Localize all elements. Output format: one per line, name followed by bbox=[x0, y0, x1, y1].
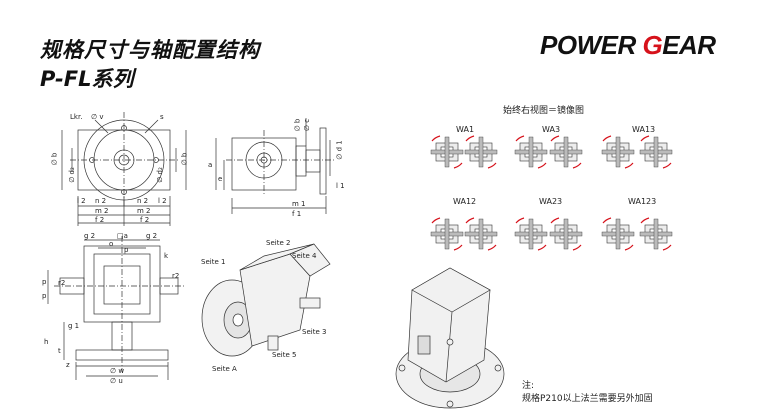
side-a-label: a bbox=[208, 161, 213, 169]
note-block: 注: 规格P210以上法兰需要另外加固 bbox=[522, 380, 653, 406]
brand-suffix: EAR bbox=[662, 30, 716, 60]
side-l1-label: l 1 bbox=[336, 182, 345, 190]
t-label: t bbox=[58, 347, 61, 355]
phi-w-label: ∅ w bbox=[110, 367, 125, 375]
config-label-wa12: WA12 bbox=[453, 197, 477, 206]
p-left-2-label: p bbox=[42, 292, 47, 300]
side-m1-label: m 1 bbox=[292, 200, 306, 208]
seite1-label: Seite 1 bbox=[201, 258, 226, 266]
f2-left-label: f 2 bbox=[95, 216, 105, 224]
s-label: s bbox=[160, 113, 164, 121]
side-f1-label: f 1 bbox=[292, 210, 302, 218]
brand-highlight: G bbox=[642, 30, 663, 60]
page-title: 规格尺寸与轴配置结构 bbox=[40, 38, 260, 62]
seite5-label: Seite 5 bbox=[272, 351, 297, 359]
g1-label: g 1 bbox=[68, 322, 80, 330]
f2-right-label: f 2 bbox=[140, 216, 150, 224]
g2-right-label: g 2 bbox=[146, 232, 158, 240]
l2-right-label: l 2 bbox=[158, 197, 167, 205]
config-label-wa23: WA23 bbox=[539, 197, 563, 206]
m2-left-label: m 2 bbox=[95, 207, 109, 215]
side-e-label: e bbox=[218, 175, 223, 183]
r2-left-label: r2 bbox=[58, 279, 66, 287]
seiteA-label: Seite A bbox=[212, 365, 237, 373]
k-label: k bbox=[164, 252, 169, 260]
phi-v-label: ∅ v bbox=[91, 113, 104, 121]
brand-logo: POWER GEAR bbox=[540, 30, 716, 61]
l2-left-label: l 2 bbox=[77, 197, 86, 205]
config-label-wa1: WA1 bbox=[456, 125, 475, 134]
note-label: 注: bbox=[522, 381, 535, 391]
r2-right-label: r2 bbox=[172, 272, 180, 280]
config-label-wa13: WA13 bbox=[632, 125, 656, 134]
g2-left-label: g 2 bbox=[84, 232, 96, 240]
n2-right-label: n 2 bbox=[137, 197, 149, 205]
h-label: h bbox=[44, 338, 49, 346]
p-left-1-label: p bbox=[42, 278, 47, 286]
config-label-wa123: WA123 bbox=[628, 197, 657, 206]
o-label: o bbox=[109, 240, 114, 248]
z-label: z bbox=[66, 361, 70, 369]
phi-u-label: ∅ u bbox=[110, 377, 123, 385]
config-caption: 始终右视图＝镜像图 bbox=[503, 106, 585, 116]
seite3-label: Seite 3 bbox=[302, 328, 327, 336]
lkr-label: Lkr. bbox=[70, 113, 83, 121]
series-subtitle: P-FL系列 bbox=[40, 67, 134, 91]
note-text: 规格P210以上法兰需要另外加固 bbox=[522, 394, 653, 404]
seite4-label: Seite 4 bbox=[292, 252, 317, 260]
m2-right-label: m 2 bbox=[137, 207, 151, 215]
seite2-label: Seite 2 bbox=[266, 239, 291, 247]
square-a-label: □a bbox=[117, 232, 128, 240]
n2-left-label: n 2 bbox=[95, 197, 107, 205]
config-label-wa3: WA3 bbox=[542, 125, 561, 134]
p-top-label: p bbox=[124, 246, 129, 254]
brand-prefix: POWER bbox=[540, 30, 643, 60]
